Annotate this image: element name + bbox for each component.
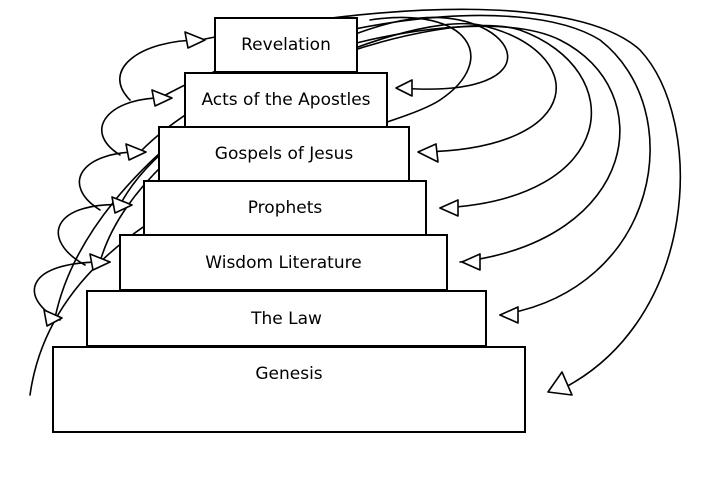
connector-curve [101,97,171,156]
tier-prophets: Prophets [143,180,427,236]
tier-label: Wisdom Literature [205,252,362,273]
arrowhead-icon [547,371,573,396]
tier-label: Acts of the Apostles [201,90,371,110]
arrowhead-icon [89,253,111,271]
tier-revelation: Revelation [214,17,358,73]
tier-genesis: Genesis [52,346,526,433]
tier-label: Revelation [241,35,331,55]
arrowhead-icon [417,143,439,163]
arrowhead-icon [184,31,206,49]
arrowhead-icon [151,89,173,107]
arrowhead-icon [111,196,133,214]
arrowhead-icon [499,306,519,324]
arrowhead-icon [461,253,481,271]
arrowhead-icon [439,199,459,217]
tier-label: The Law [251,308,322,329]
connector-curve [78,151,146,211]
tier-label: Gospels of Jesus [214,144,354,164]
tier-gospels-of-jesus: Gospels of Jesus [158,126,410,182]
connector-curve [199,8,681,391]
connector-curve [57,203,131,266]
tier-label: Genesis [255,364,323,384]
tier-the-law: The Law [86,290,487,347]
connector-curve [54,16,509,319]
arrowhead-icon [395,79,413,97]
arrowhead-icon [125,143,147,161]
tier-label: Prophets [247,198,323,218]
tier-acts-of-the-apostles: Acts of the Apostles [184,72,388,128]
tier-wisdom-literature: Wisdom Literature [119,234,448,291]
arrowhead-icon [43,309,63,327]
connector-curve [119,39,201,101]
